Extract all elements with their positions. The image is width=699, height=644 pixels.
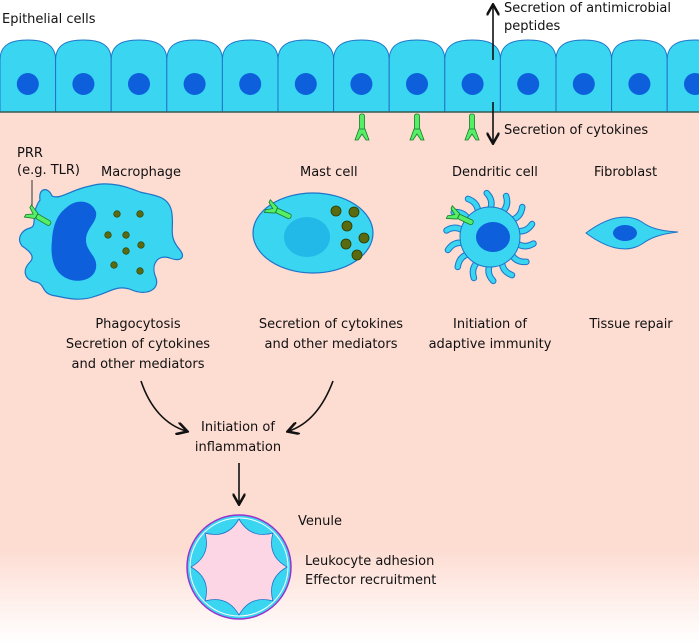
fibroblast-title: Fibroblast [594,165,657,180]
epithelial-nucleus [461,73,484,95]
fibroblast-function-1: Tissue repair [588,317,673,332]
macrophage-receptor [23,204,52,226]
granule [137,241,145,249]
prr-label-line1: PRR [17,146,43,161]
dendritic-cell-function-2: adaptive immunity [429,337,552,352]
granule [330,205,342,217]
macrophage-granules [104,210,145,275]
epithelial-nucleus [183,73,206,95]
inflammation-label-line2: inflammation [195,440,281,455]
venule-inner-ring [189,517,289,617]
epithelial-label: Epithelial cells [2,12,96,27]
cytokines-label: Secretion of cytokines [504,123,648,138]
fibroblast-nucleus [613,225,637,241]
mast-cell-function-1: Secretion of cytokines [259,317,403,332]
granule [110,261,118,269]
epithelial-nucleus [406,73,428,95]
mast-cell-function-2: and other mediators [264,337,397,352]
epithelial-nucleus [684,73,699,95]
granule [122,247,130,255]
epithelial-nucleus [294,73,317,95]
venule-lumen [190,518,288,616]
epithelial-receptor [354,113,370,141]
granule [341,220,353,232]
epithelial-receptors [354,113,480,141]
epithelial-receptor [464,113,480,141]
dendritic-cell-nucleus [476,222,510,252]
arrow-macrophage-to-inflammation [140,380,186,431]
granule [358,232,370,244]
granule [113,210,121,218]
granule [136,267,144,275]
epithelial-nucleus [572,73,595,95]
dendritic-cell [443,189,537,285]
macrophage-function-2: Secretion of cytokines [66,337,210,352]
venule-effect-2: Effector recruitment [305,573,436,588]
antimicrobial-label-line1: Secretion of antimicrobial [504,1,671,16]
mast-cell-title: Mast cell [300,165,358,180]
mast-cell-nucleus [284,217,330,257]
mast-cell [252,192,374,274]
epithelial-nucleus [517,73,540,95]
granule [136,210,144,218]
venule [186,514,292,620]
macrophage-title: Macrophage [101,165,181,180]
venule-effect-1: Leukocyte adhesion [305,554,434,569]
granule [104,231,112,239]
macrophage-function-1: Phagocytosis [95,317,181,332]
dendritic-cell-title: Dendritic cell [452,165,538,180]
inflammation-label-line1: Initiation of [201,420,275,435]
granule [340,238,352,250]
mast-cell-receptor [263,199,292,220]
macrophage-nucleus [51,201,97,281]
epithelial-nucleus [16,73,39,95]
dendritic-cell-function-1: Initiation of [453,317,527,332]
epithelial-nucleus [628,73,651,95]
epithelial-receptor [409,113,425,141]
granule [348,206,360,218]
fibroblast [585,216,679,250]
macrophage-function-3: and other mediators [71,357,204,372]
prr-label-line2: (e.g. TLR) [17,163,80,178]
antimicrobial-label-line2: peptides [504,19,560,34]
mast-cell-granules [330,205,370,261]
epithelial-nucleus [239,73,262,95]
epithelial-layer [0,39,699,113]
arrow-mastcell-to-inflammation [289,380,334,431]
epithelial-nucleus [350,73,373,95]
dendritic-cell-receptor [445,205,474,226]
macrophage [18,183,183,300]
granule [351,249,363,261]
epithelial-nucleus [128,73,150,95]
granule [122,231,130,239]
epithelial-nucleus [72,73,95,95]
venule-label: Venule [298,514,342,529]
